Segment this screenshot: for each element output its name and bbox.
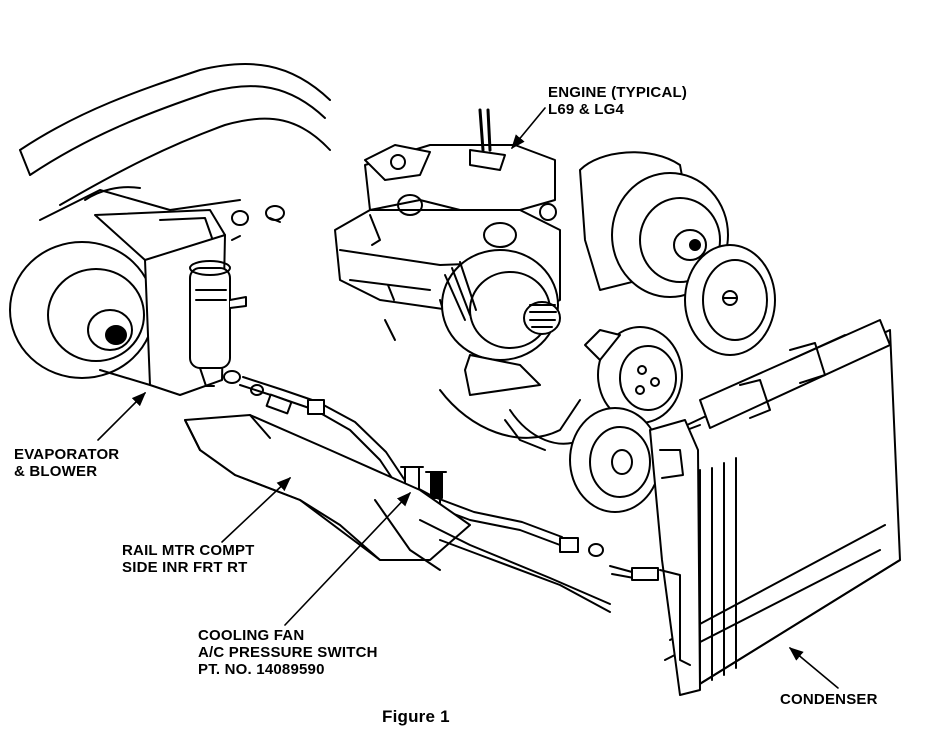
frame-rail (184, 414, 611, 613)
engine-label: ENGINE (TYPICAL) L69 & LG4 (548, 84, 687, 118)
pressure-switch-label: COOLING FAN A/C PRESSURE SWITCH PT. NO. … (198, 627, 378, 678)
rail-label: RAIL MTR COMPT SIDE INR FRT RT (122, 542, 255, 576)
evaporator-label-line2: & BLOWER (14, 463, 98, 480)
lower-engine (439, 389, 581, 451)
pressure-switch-label-line1: COOLING FAN (198, 627, 305, 644)
pressure-switch-label-line3: PT. NO. 14089590 (198, 661, 325, 678)
condenser-label: CONDENSER (780, 691, 878, 708)
leader-lines (97, 107, 839, 689)
evaporator-label: EVAPORATOR & BLOWER (14, 446, 119, 480)
evaporator-label-line1: EVAPORATOR (14, 446, 120, 463)
evaporator-blower-assembly (9, 209, 247, 396)
alternator (441, 249, 561, 396)
body-panel (19, 62, 331, 221)
figure-caption: Figure 1 (382, 707, 450, 726)
condenser (649, 319, 901, 696)
water-pump-pulley (584, 326, 683, 424)
upper-pulley (684, 244, 776, 356)
refrigerant-line (239, 376, 659, 581)
pressure-switch-label-line2: A/C PRESSURE SWITCH (198, 644, 378, 661)
rail-label-line2: SIDE INR FRT RT (122, 559, 248, 576)
ac-compressor (579, 151, 729, 298)
crankshaft-pulley (569, 407, 661, 513)
rail-label-line1: RAIL MTR COMPT (122, 542, 255, 559)
engine-label-line2: L69 & LG4 (548, 101, 624, 118)
engine-label-line1: ENGINE (TYPICAL) (548, 84, 688, 101)
loose-fittings (223, 205, 285, 396)
